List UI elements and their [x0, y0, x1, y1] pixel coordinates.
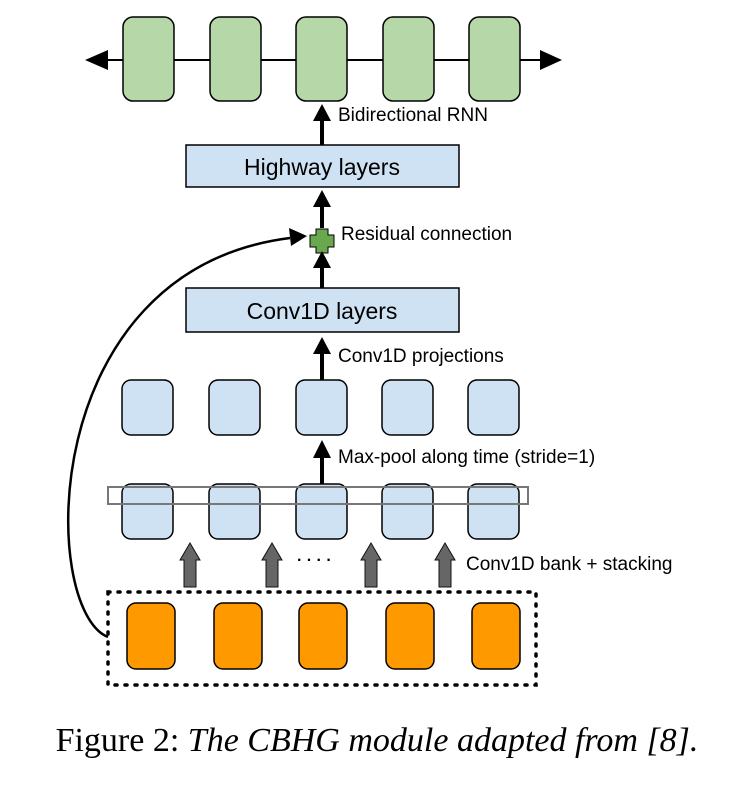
- arrow-highway-to-rnn: [313, 104, 331, 145]
- maxpool-label: Max-pool along time (stride=1): [338, 447, 595, 468]
- projection-cell: [295, 379, 348, 436]
- figure-caption: Figure 2: The CBHG module adapted from […: [0, 722, 754, 760]
- conv1d-layers-box: [185, 287, 460, 333]
- highway-label: Highway layers: [244, 154, 400, 180]
- rnn-cells: [122, 16, 521, 102]
- arrow-projection-to-conv: [313, 337, 331, 380]
- bank-arrows: [179, 542, 456, 588]
- arrow-residual-to-highway: [313, 190, 331, 228]
- highway-box: [185, 144, 460, 188]
- ellipsis-dots: · · · ·: [297, 552, 332, 569]
- input-cell: [298, 602, 348, 670]
- bank-cell: [121, 483, 174, 540]
- input-cell: [471, 602, 521, 670]
- projection-cell: [381, 379, 434, 436]
- rnn-cell: [382, 16, 435, 102]
- rnn-cell: [295, 16, 348, 102]
- bank-cells: [121, 483, 520, 540]
- bank-cell: [467, 483, 520, 540]
- projection-cell: [121, 379, 174, 436]
- input-cell: [213, 602, 263, 670]
- bank-label: Conv1D bank + stacking: [466, 554, 672, 575]
- input-cell: [385, 602, 435, 670]
- bank-arrow-icon: [179, 542, 201, 588]
- arrow-maxpool: [313, 440, 331, 484]
- bank-cell: [381, 483, 434, 540]
- rnn-label: Bidirectional RNN: [338, 105, 488, 126]
- bank-arrow-icon: [434, 542, 456, 588]
- projection-cells: [121, 379, 520, 436]
- residual-label: Residual connection: [341, 224, 512, 245]
- bank-arrow-icon: [261, 542, 283, 588]
- rnn-cell: [209, 16, 262, 102]
- rnn-cell: [122, 16, 175, 102]
- bank-cell: [295, 483, 348, 540]
- projection-cell: [208, 379, 261, 436]
- residual-curve: [66, 228, 307, 639]
- bank-arrow-icon: [360, 542, 382, 588]
- maxpool-window: [107, 486, 529, 505]
- conv1d-layers-label: Conv1D layers: [247, 298, 398, 324]
- caption-prefix: Figure 2:: [55, 722, 188, 759]
- rnn-cell: [468, 16, 521, 102]
- projection-cell: [467, 379, 520, 436]
- bank-cell: [208, 483, 261, 540]
- residual-plus-icon: [309, 228, 335, 254]
- input-cells: [126, 602, 521, 670]
- caption-text: The CBHG module adapted from [8].: [187, 722, 699, 759]
- input-cell: [126, 602, 176, 670]
- arrow-conv-to-residual: [313, 251, 331, 288]
- projections-label: Conv1D projections: [338, 346, 504, 367]
